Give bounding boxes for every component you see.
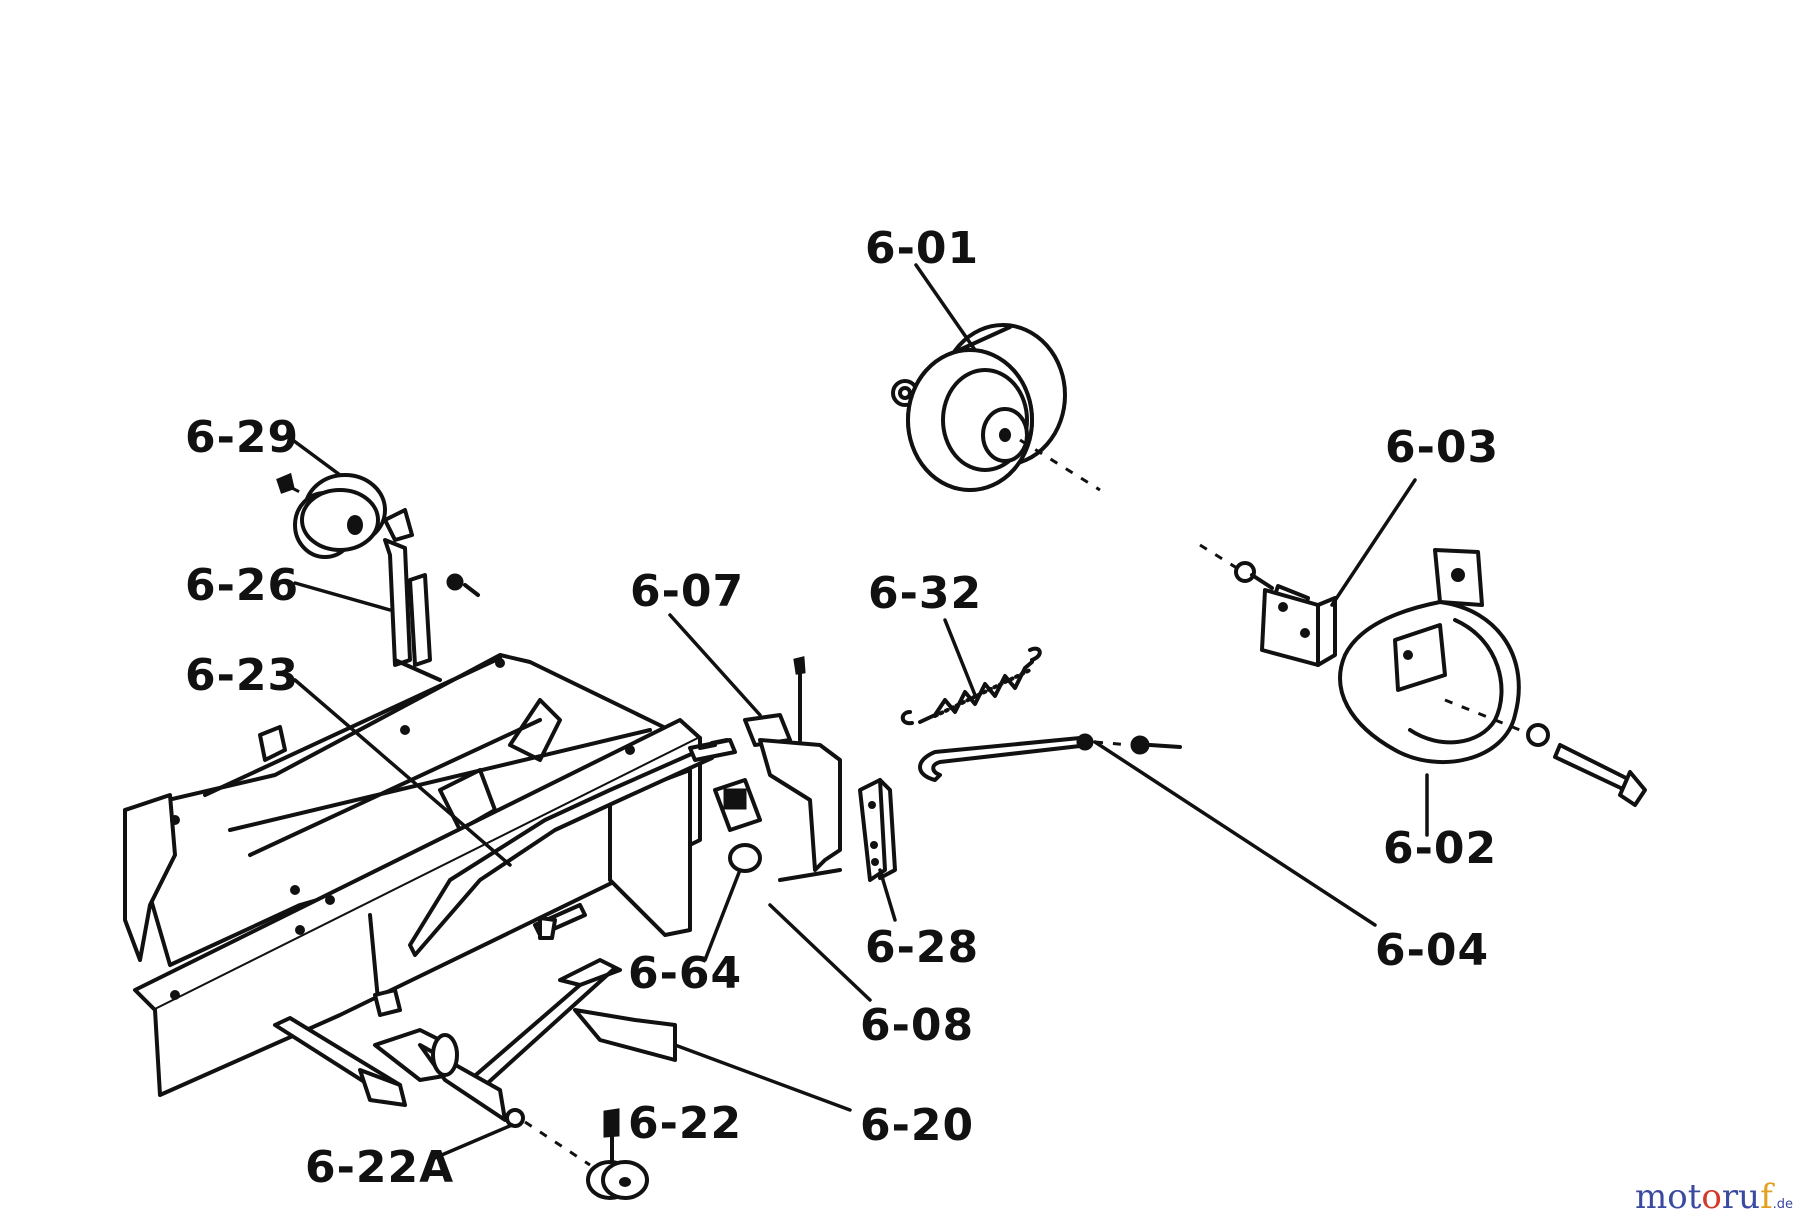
lower-shaft [273, 913, 507, 1122]
logo-letter-o: o [1667, 1177, 1687, 1217]
label-6-08: 6-08 [860, 1000, 974, 1051]
logo-letter-m: m [1635, 1177, 1667, 1217]
label-6-22: 6-22 [628, 1098, 742, 1149]
logo-letter-t: t [1688, 1177, 1702, 1217]
pulley-6-01 [891, 323, 1101, 492]
logo-letter-r: r [1722, 1177, 1739, 1217]
motoruf-watermark-logo: motoruf.de [1635, 1177, 1793, 1217]
bracket-6-28 [713, 656, 897, 882]
rod-6-04 [918, 733, 1182, 782]
label-6-04: 6-04 [1375, 925, 1489, 976]
shaft-6-23 [408, 738, 737, 957]
logo-letter-f: f [1760, 1177, 1775, 1217]
logo-tld: .de [1773, 1197, 1793, 1212]
part-labels: 6-01 6-02 6-03 6-04 6-07 6-08 6-20 6-22 … [185, 223, 1499, 1193]
label-6-29: 6-29 [185, 412, 299, 463]
spring-6-32 [900, 646, 1042, 726]
label-6-20: 6-20 [860, 1100, 974, 1151]
pedal-6-20 [468, 958, 677, 1092]
svg-text:motoruf.de: motoruf.de [1635, 1177, 1793, 1217]
label-6-01: 6-01 [865, 223, 979, 274]
label-6-23: 6-23 [185, 650, 299, 701]
collar-6-22 [505, 1108, 649, 1200]
label-6-03: 6-03 [1385, 422, 1499, 473]
label-6-28: 6-28 [865, 922, 979, 973]
label-6-22A: 6-22A [305, 1142, 454, 1193]
label-6-26: 6-26 [185, 560, 299, 611]
leader-lines [288, 263, 1429, 1162]
label-6-32: 6-32 [868, 568, 982, 619]
label-6-02: 6-02 [1383, 823, 1497, 874]
label-6-64: 6-64 [628, 948, 742, 999]
idler-6-29 [276, 472, 480, 682]
logo-letter-u: u [1738, 1177, 1760, 1217]
brake-band-6-02 [1199, 543, 1647, 807]
bolt [533, 903, 587, 940]
logo-letter-o-accent: o [1701, 1177, 1721, 1217]
label-6-07: 6-07 [630, 566, 744, 617]
